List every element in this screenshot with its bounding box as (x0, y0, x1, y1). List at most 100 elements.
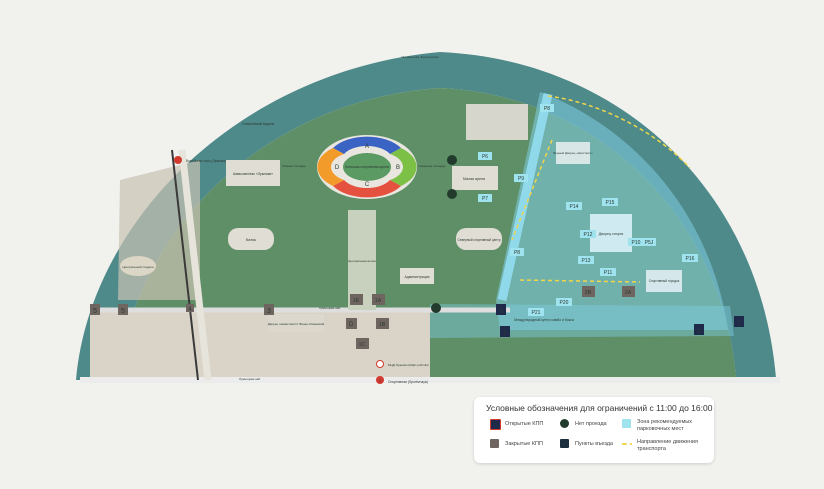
transport-arrow-east (547, 95, 691, 169)
palace-gymnastics (268, 314, 324, 332)
small-arena-label: Малая арена (463, 177, 485, 181)
water-palace-label: Водный Дворец «Кристалл» (553, 151, 593, 155)
svg-text:2: 2 (503, 330, 507, 337)
parking-p13: P13 (578, 256, 594, 264)
south-square-label: Южная площадь (282, 164, 306, 168)
gate-2a[interactable]: 2A (622, 286, 635, 297)
no-pass-label: Нет проезда (575, 421, 607, 427)
gate-5[interactable]: 5 (90, 304, 100, 315)
gate-1a[interactable]: 1A (372, 294, 385, 305)
parking-zone-label: Зона рекомендуемых парковочных мест (637, 419, 692, 432)
central-stadium-label: Центральный стадион (122, 265, 153, 269)
parking-p6: P6 (478, 152, 492, 160)
road-bottom-label-2: Лужнецкая наб. (319, 306, 341, 310)
road-west (178, 149, 212, 381)
svg-text:P7: P7 (482, 196, 488, 202)
exit-points-swatch (560, 439, 569, 448)
sector-a (333, 136, 401, 154)
svg-text:5: 5 (93, 308, 97, 315)
gate-1[interactable]: 1 (694, 324, 704, 335)
olympic-pool-label: Олимпийский водоем (242, 122, 274, 126)
svg-text:P8: P8 (514, 250, 520, 256)
road-bottom-label: Лужнецкая наб. (239, 377, 261, 381)
sector-c-label: C (365, 182, 370, 188)
no-pass-2 (447, 189, 457, 199)
svg-text:P13: P13 (582, 258, 591, 264)
transport-arrow-swatch (622, 439, 632, 445)
p8-road (497, 93, 553, 301)
gate-3[interactable]: 3 (264, 304, 274, 315)
sector-d-label: D (335, 165, 340, 171)
parking-p8-north: P8 (540, 104, 554, 112)
mcc-label: МЦД Лужники (МЦК Luzhniki) (388, 363, 429, 367)
north-buildings (466, 104, 528, 140)
svg-text:P6: P6 (482, 154, 488, 160)
parking-p15: P15 (602, 198, 618, 206)
svg-text:1E: 1E (353, 298, 360, 304)
svg-text:2B: 2B (585, 290, 592, 296)
stadium-field (343, 153, 391, 181)
gate-1c[interactable]: 1C (356, 338, 369, 349)
water-palace (556, 142, 590, 164)
svg-text:P9: P9 (518, 176, 524, 182)
svg-text:P10: P10 (632, 240, 641, 246)
svg-text:P15: P15 (606, 200, 615, 206)
sports-city-label: Спортивный городок (649, 279, 680, 283)
exit-points-label: Пункты въезда (575, 441, 613, 447)
transport-arrow-mid (519, 279, 641, 283)
svg-text:P8: P8 (544, 106, 550, 112)
railway (171, 149, 199, 381)
svg-text:P5J: P5J (645, 240, 654, 246)
svg-text:P16: P16 (686, 256, 695, 262)
svg-text:4: 4 (188, 307, 192, 313)
aqua-complex (226, 160, 280, 186)
gate-2[interactable]: 2 (500, 326, 510, 337)
north-center-label: Северный спортивный центр (458, 238, 501, 242)
north-square-label: Северная площадь (418, 164, 445, 168)
city-south (90, 312, 430, 382)
gate-2b[interactable]: 2B (582, 286, 595, 297)
closed-kpp-swatch (490, 439, 499, 448)
palace-sports-label: Дворец спорта (599, 232, 624, 236)
road-top-label: Москва-река, Фрунзенская (401, 55, 439, 59)
no-pass-swatch (560, 419, 569, 428)
open-kpp-swatch (490, 419, 501, 430)
parking-p20: P20 (556, 298, 572, 306)
mcc-icon (376, 360, 384, 368)
parking-p8-south: P8 (510, 248, 524, 256)
svg-text:3: 3 (267, 308, 271, 315)
svg-text:1: 1 (697, 328, 701, 335)
open-kpp-label: Открытые КПП (505, 421, 544, 427)
gate-1b-south[interactable]: 1B (376, 318, 389, 329)
svg-text:P21: P21 (532, 310, 541, 316)
gate-5b[interactable]: 5 (118, 304, 128, 315)
small-arena (452, 166, 498, 190)
gate-1b[interactable]: 1 (734, 316, 744, 327)
svg-text:D: D (349, 322, 354, 328)
central-alley (348, 210, 376, 310)
legend: Условные обозначения для ограничений с 1… (474, 397, 714, 463)
metro-num: 1 (379, 378, 382, 383)
no-pass-1 (447, 155, 457, 165)
gate-1e[interactable]: 1E (350, 294, 363, 305)
gate-4[interactable]: 4 (186, 304, 194, 313)
svg-text:1A: 1A (375, 298, 382, 304)
legend-title: Условные обозначения для ограничений с 1… (486, 403, 713, 413)
parking-p11: P11 (600, 268, 616, 276)
svg-text:3: 3 (499, 308, 503, 315)
parking-p9: P9 (514, 174, 528, 182)
palace-sports (590, 214, 632, 252)
transport-dir-label: Направление движения транспорта (637, 439, 698, 452)
gate-3b[interactable]: 3 (496, 304, 506, 315)
svg-text:P20: P20 (560, 300, 569, 306)
sportivnaya-label: Спортивная (Sportivnaya) (388, 380, 428, 384)
sector-c (333, 180, 401, 198)
no-pass-3 (431, 303, 441, 313)
central-stadium-shape (120, 256, 156, 276)
svg-text:1C: 1C (358, 342, 365, 348)
svg-text:P12: P12 (584, 232, 593, 238)
sector-b-label: B (396, 165, 400, 171)
metro-icon-south (376, 376, 384, 384)
gate-d[interactable]: D (346, 318, 357, 329)
